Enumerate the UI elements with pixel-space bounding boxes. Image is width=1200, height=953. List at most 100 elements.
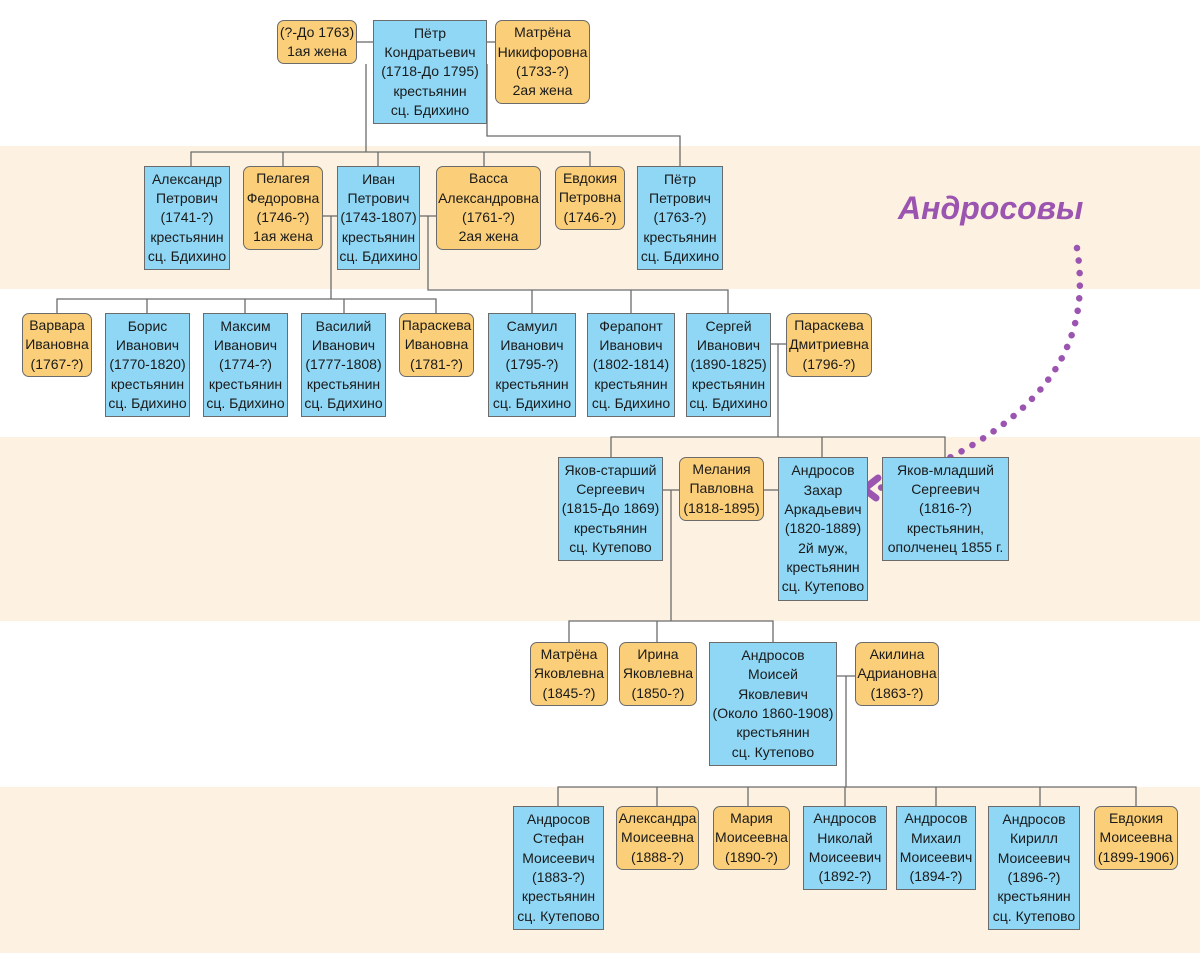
person-text-line: Васса: [469, 170, 508, 187]
person-text-line: (1763-?): [653, 209, 707, 226]
person-text-line: Моисеевна: [621, 829, 694, 846]
person-text-line: 1ая жена: [287, 43, 347, 59]
person-text-line: Акилина: [869, 646, 925, 663]
person-text-line: Андросов: [526, 811, 591, 828]
person-text-line: (1746-?): [563, 208, 617, 225]
person-text-line: (1894-?): [909, 868, 963, 885]
person-text-line: сц. Бдихино: [339, 247, 418, 264]
person-text-line: крестьянин: [208, 375, 283, 392]
person-text-line: крестьянин: [573, 519, 648, 536]
person-text-line: Моисей: [747, 666, 799, 683]
person-text-line: Никифоровна: [497, 43, 588, 60]
person-text-line: крестьянин: [150, 228, 224, 245]
person-text-line: Кондратьевич: [384, 44, 476, 61]
person-text-line: Моисеевна: [715, 829, 788, 846]
person-card-wife1: (?-До 1763) 1ая жена: [277, 20, 357, 64]
person-text-line: (1767-?): [30, 355, 84, 372]
person-text-line: (1899-1906): [1097, 848, 1175, 865]
person-text-line: (?-До 1763): [279, 23, 355, 40]
person-text-line: (1888-?): [631, 848, 684, 865]
person-text-line: крестьянин: [341, 228, 416, 245]
person-text-line: Иван: [362, 170, 395, 187]
person-text-line: Сергеевич: [576, 481, 645, 498]
person-text-line: Александр: [151, 170, 223, 187]
person-text-line: сц. Бдихино: [689, 394, 768, 411]
person-text-line: крестьянин: [521, 888, 596, 905]
person-text-line: Михаил: [910, 829, 962, 846]
person-text-line: Иванович: [213, 337, 278, 354]
person-text-line: крестьянин: [110, 375, 185, 392]
person-text-line: Ивановна: [404, 336, 469, 353]
person-text-line: сц. Бдихино: [304, 394, 383, 411]
person-text-line: Петрович: [156, 190, 218, 207]
person-text-line: Иванович: [500, 337, 564, 354]
person-text-line: Матрёна: [514, 24, 571, 41]
person-text-line: Параскева: [794, 317, 864, 334]
person-text-line: Пётр: [413, 24, 447, 41]
person-text-line: Моисеевич: [899, 849, 973, 865]
person-text-line: крестьянин: [594, 375, 668, 392]
person-text-line: крестьянин: [306, 375, 381, 392]
person-text-line: (1802-1814): [592, 356, 670, 373]
person-text-line: 1ая жена: [253, 228, 313, 245]
person-text-line: Андросов: [741, 647, 805, 664]
person-text-line: Моисеевич: [522, 849, 595, 866]
person-text-line: (1850-?): [631, 684, 685, 701]
person-text-line: Моисеевна: [1099, 829, 1173, 846]
person-text-line: сц. Кутепово: [731, 743, 815, 760]
person-text-line: сц. Бдихино: [147, 247, 227, 264]
person-text-line: Самуил: [506, 317, 558, 334]
person-text-line: (1777-1808): [305, 356, 382, 373]
person-text-line: крестьянин: [997, 888, 1071, 905]
person-text-line: Иванович: [311, 337, 376, 354]
person-text-line: Стефан: [532, 830, 585, 847]
person-text-line: (1718-До 1795): [381, 63, 479, 80]
person-text-line: (1818-1895): [683, 499, 760, 516]
person-text-line: 2й муж,: [798, 539, 848, 556]
person-text-line: Евдокия: [1108, 810, 1164, 827]
person-text-line: Иванович: [696, 337, 761, 354]
person-text-line: сц. Кутепово: [781, 578, 865, 595]
person-text-line: сц. Кутепово: [517, 907, 600, 924]
person-text-line: ополченец 1855 г.: [887, 538, 1004, 555]
person-text-line: крестьянин: [736, 724, 810, 741]
person-text-line: Максим: [220, 317, 271, 334]
person-text-line: крестьянин: [393, 82, 467, 99]
person-text-line: (1796-?): [802, 355, 856, 372]
person-text-line: Евдокия: [562, 170, 618, 187]
person-text-line: сц. Бдихино: [206, 394, 285, 411]
person-text-line: Петровна: [558, 189, 622, 206]
person-text-line: крестьянин,: [906, 519, 985, 536]
person-text-line: Пётр: [663, 170, 697, 187]
person-text-line: Мария: [730, 810, 773, 827]
person-text-line: Андросов: [1002, 811, 1066, 828]
person-text-line: Моисеевич: [997, 849, 1071, 866]
person-text-line: Ферапонт: [599, 317, 663, 334]
person-text-line: (1733-?): [516, 63, 569, 79]
person-text-line: Борис: [127, 317, 168, 334]
person-text-line: Андросов: [904, 810, 968, 827]
person-text-line: (1795-?): [505, 356, 559, 373]
person-text-line: (1816-?): [919, 500, 972, 517]
person-text-line: Ирина: [637, 646, 679, 663]
person-text-line: крестьянин: [495, 375, 569, 392]
person-text-line: Федоровна: [246, 189, 320, 206]
person-text-line: Петрович: [649, 190, 711, 207]
